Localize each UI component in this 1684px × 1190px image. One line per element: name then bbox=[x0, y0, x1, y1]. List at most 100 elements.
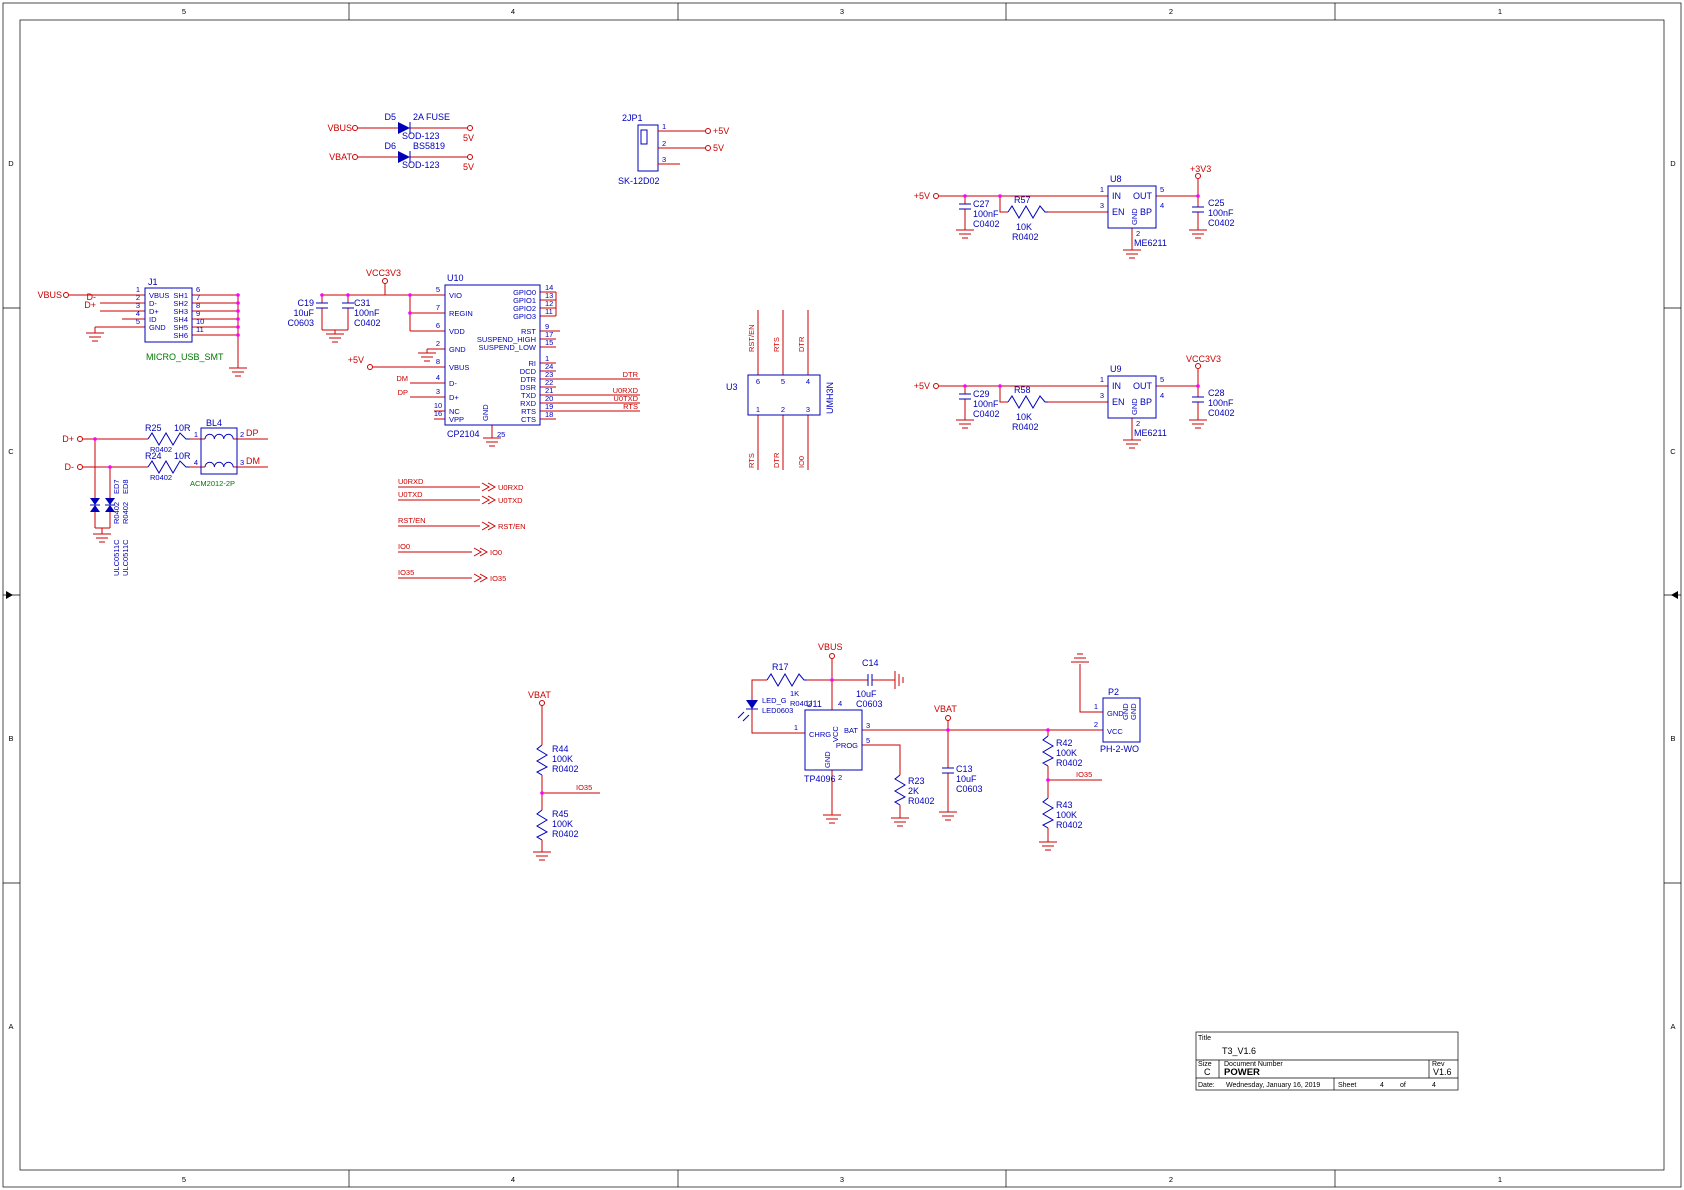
net-label-vbus: VBUS bbox=[327, 123, 352, 133]
u11-pin-prog: PROG bbox=[836, 741, 858, 750]
u10-pin-num: 1 bbox=[545, 354, 549, 363]
ed8-refdes: ED8 bbox=[121, 479, 130, 494]
ed7-refdes: ED7 bbox=[112, 479, 121, 494]
j1-pin-num: 4 bbox=[136, 309, 140, 318]
zone-row-label: D bbox=[8, 159, 14, 168]
net-label-dminus: D- bbox=[65, 462, 75, 472]
u8-pin-num: 3 bbox=[1100, 201, 1104, 210]
u11-body bbox=[804, 709, 863, 771]
j1-pin-label: SH1 bbox=[173, 291, 188, 300]
u8-refdes: U8 bbox=[1110, 174, 1122, 184]
left-edge-arrow bbox=[6, 591, 13, 599]
r45-value: 100K bbox=[552, 819, 573, 829]
u11-pin-num: 2 bbox=[838, 773, 842, 782]
j1-pin-label: SH4 bbox=[173, 315, 188, 324]
sheet-label: Sheet bbox=[1338, 1082, 1356, 1089]
u10-pin-num: 20 bbox=[545, 394, 553, 403]
c29-package: C0402 bbox=[973, 409, 1000, 419]
zone-col-label: 1 bbox=[1498, 7, 1502, 16]
net-label-vbus: VBUS bbox=[37, 290, 62, 300]
p2-pin-vcc: VCC bbox=[1107, 727, 1123, 736]
size-label: Size bbox=[1198, 1061, 1212, 1068]
jp1-switch-section: 2JP1 1 2 3 +5V 5V SK-12D02 bbox=[618, 113, 729, 186]
p2-part: PH-2-WO bbox=[1100, 744, 1139, 754]
u11-part: TP4096 bbox=[804, 774, 836, 784]
u10-pin-num: 8 bbox=[436, 357, 440, 366]
u9-refdes: U9 bbox=[1110, 364, 1122, 374]
p2-pin-gnd: GND bbox=[1107, 709, 1124, 718]
net-label-u0rxd: U0RXD bbox=[398, 477, 424, 486]
d5-package: SOD-123 bbox=[402, 131, 440, 141]
u10-pin-label: SUSPEND_HIGH bbox=[477, 335, 536, 344]
u11-pin-num: 1 bbox=[794, 723, 798, 732]
zone-col-label: 5 bbox=[182, 7, 186, 16]
u9-pin-out: OUT bbox=[1133, 381, 1153, 391]
u9-pin-num: 3 bbox=[1100, 391, 1104, 400]
zone-col-label: 3 bbox=[840, 7, 844, 16]
u10-pin-num: 16 bbox=[434, 409, 442, 418]
u10-pin-num: 24 bbox=[545, 362, 553, 371]
u10-pin-num: 7 bbox=[436, 303, 440, 312]
c28-refdes: C28 bbox=[1208, 388, 1225, 398]
u9-pin-num: 2 bbox=[1136, 419, 1140, 428]
net-label-u0txd: U0TXD bbox=[613, 394, 638, 403]
net-label-dplus: D+ bbox=[62, 434, 74, 444]
u9-body bbox=[1107, 375, 1157, 419]
c28-value: 100nF bbox=[1208, 398, 1234, 408]
u10-pin-label: D+ bbox=[449, 393, 459, 402]
offpage-label-io35: IO35 bbox=[490, 574, 506, 583]
j1-pin-num: 3 bbox=[136, 301, 140, 310]
r43-refdes: R43 bbox=[1056, 800, 1073, 810]
c19-value: 10uF bbox=[293, 308, 314, 318]
r57-refdes: R57 bbox=[1014, 195, 1031, 205]
signal-stub-section: U0RXD U0RXD U0TXD U0TXD RST/EN RST/EN IO… bbox=[398, 477, 526, 583]
regulator-u9-section: +5V C29 100nF C0402 R58 10K R0402 U9 IN … bbox=[914, 354, 1235, 449]
net-label-io35: IO35 bbox=[576, 783, 592, 792]
net-label-io35: IO35 bbox=[1076, 770, 1092, 779]
u10-pin-label: GPIO1 bbox=[513, 296, 536, 305]
sheet-of-label: of bbox=[1400, 1082, 1406, 1089]
u10-pin-label: GPIO2 bbox=[513, 304, 536, 313]
net-label-vbus: VBUS bbox=[818, 642, 843, 652]
c19-package: C0603 bbox=[287, 318, 314, 328]
j1-pin-num: 5 bbox=[136, 317, 140, 326]
net-label-vbat: VBAT bbox=[329, 152, 352, 162]
u10-pin-num: 12 bbox=[545, 299, 553, 308]
r42-refdes: R42 bbox=[1056, 738, 1073, 748]
regulator-u8-section: +5V C27 100nF C0402 R57 10K R0402 U8 IN … bbox=[914, 164, 1235, 259]
led-g-package: LED0603 bbox=[762, 706, 793, 715]
c31-value: 100nF bbox=[354, 308, 380, 318]
u8-pin-num: 4 bbox=[1160, 201, 1164, 210]
u10-pin-label: RST bbox=[521, 327, 536, 336]
c13-value: 10uF bbox=[956, 774, 977, 784]
j1-pin-label: SH3 bbox=[173, 307, 188, 316]
zone-row-label: A bbox=[8, 1022, 13, 1031]
zone-row-label: D bbox=[1670, 159, 1676, 168]
u10-pin-label: NC bbox=[449, 407, 460, 416]
u10-pin-label: VDD bbox=[449, 327, 465, 336]
r58-value: 10K bbox=[1016, 412, 1032, 422]
r44-refdes: R44 bbox=[552, 744, 569, 754]
zone-col-label: 5 bbox=[182, 1175, 186, 1184]
c27-refdes: C27 bbox=[973, 199, 990, 209]
u10-pin-num: 15 bbox=[545, 338, 553, 347]
u10-pin-num: 6 bbox=[436, 321, 440, 330]
net-label-rts: RTS bbox=[747, 453, 756, 468]
net-label-p5v: +5V bbox=[713, 126, 729, 136]
c31-refdes: C31 bbox=[354, 298, 371, 308]
u10-pin-label: DTR bbox=[521, 375, 537, 384]
net-label-rst-en: RST/EN bbox=[747, 324, 756, 352]
u9-pin-num: 4 bbox=[1160, 391, 1164, 400]
u11-refdes: U11 bbox=[806, 699, 822, 709]
c14-value: 10uF bbox=[856, 689, 877, 699]
u10-body bbox=[444, 284, 541, 426]
r57-value: 10K bbox=[1016, 222, 1032, 232]
u10-pin-label: RI bbox=[529, 359, 537, 368]
u10-pin-label: CTS bbox=[521, 415, 536, 424]
p2-body bbox=[1102, 697, 1141, 743]
u3-body bbox=[747, 374, 821, 416]
u10-pin-num: 10 bbox=[434, 401, 442, 410]
u10-pin-num: 21 bbox=[545, 386, 553, 395]
r44-symbol bbox=[535, 744, 549, 776]
r25-package: R0402 bbox=[150, 445, 172, 454]
